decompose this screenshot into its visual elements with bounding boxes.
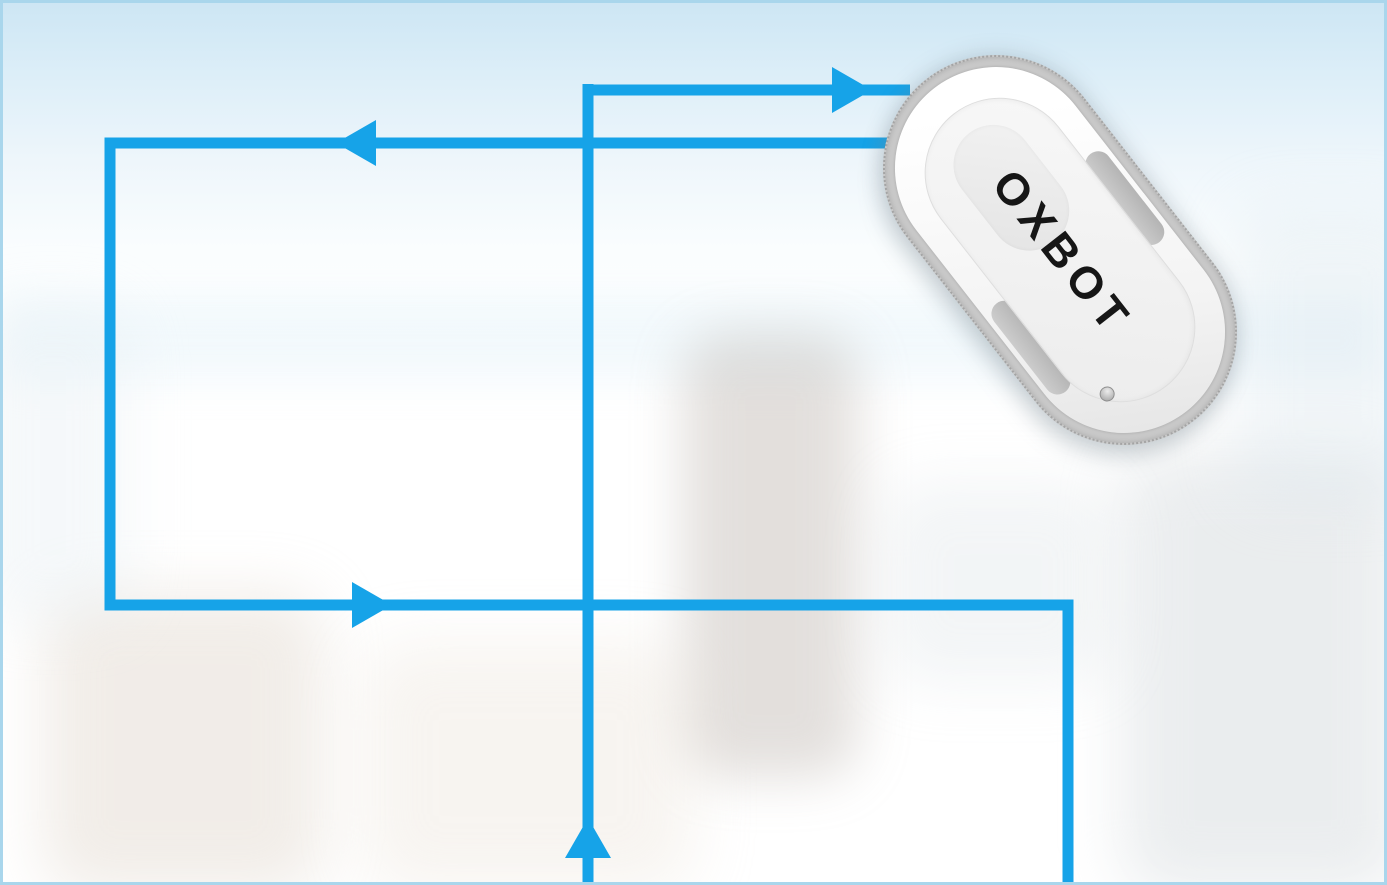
blurred-building-shape [1233, 203, 1384, 503]
blurred-building-shape [363, 643, 693, 882]
blurred-building-shape [43, 593, 323, 882]
blurred-building-shape [883, 483, 1113, 683]
route-arrow-right [352, 582, 392, 628]
blurred-building-shape [683, 333, 858, 778]
route-arrow-right [832, 67, 872, 113]
blurred-building-shape [1123, 453, 1384, 882]
route-arrow-left [336, 120, 376, 166]
route-arrow-up [565, 818, 611, 858]
